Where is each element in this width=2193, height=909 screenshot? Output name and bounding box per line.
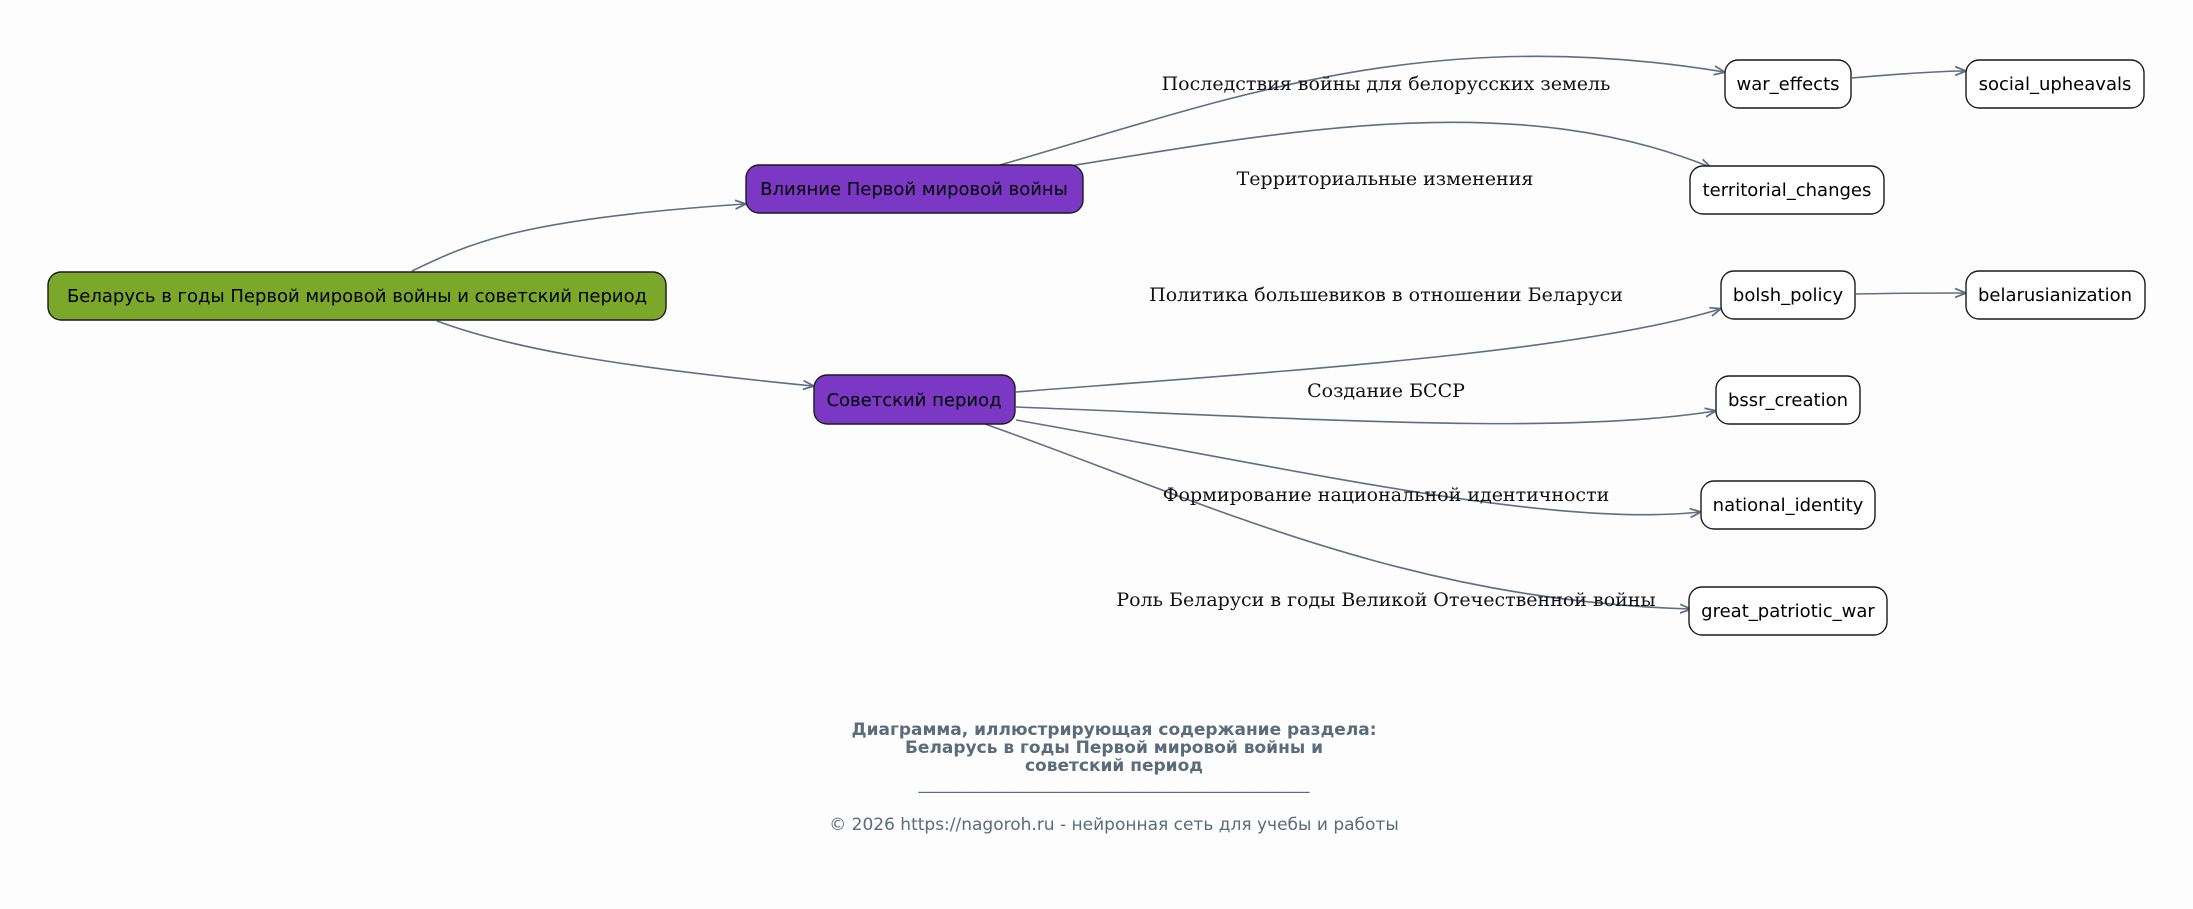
- node-bolsh-policy-box: [1720, 270, 1856, 320]
- node-root[interactable]: Беларусь в годы Первой мировой войны и с…: [47, 271, 667, 321]
- edge-war-effects-to-social: [1851, 71, 1965, 79]
- node-national-identity-label: national_identity: [1713, 495, 1864, 516]
- caption-line-1: Диаграмма, иллюстрирующая содержание раз…: [851, 720, 1376, 740]
- node-national-identity-box: [1700, 480, 1876, 530]
- node-bssr-creation[interactable]: bssr_creation: [1715, 375, 1861, 425]
- node-bolsh-policy-label: bolsh_policy: [1733, 285, 1844, 306]
- caption-separator: ________________________________________…: [918, 774, 1311, 794]
- edge-label-bolsh-policy: Политика большевиков в отношении Беларус…: [1149, 284, 1623, 306]
- edge-label-territorial-changes: Территориальные изменения: [1237, 168, 1534, 190]
- node-soviet-period[interactable]: Советский период: [813, 374, 1016, 425]
- node-soviet-period-box: [813, 374, 1016, 425]
- caption-line-2: Беларусь в годы Первой мировой войны и: [905, 738, 1323, 758]
- edge-soviet-to-gpw: [984, 423, 1690, 609]
- edge-bolsh-to-belarusianization: [1855, 293, 1965, 294]
- node-belarusianization-box: [1965, 270, 2146, 320]
- node-root-box: [47, 271, 667, 321]
- node-territorial-changes[interactable]: territorial_changes: [1689, 165, 1885, 215]
- node-ww1-influence-box: [745, 164, 1084, 214]
- caption-line-3: советский период: [1025, 756, 1203, 776]
- edge-ww1-to-territorial: [1069, 121, 1710, 167]
- edge-label-national-identity: Формирование национальной идентичности: [1163, 484, 1610, 506]
- node-social-upheavals-label: social_upheavals: [1979, 74, 2132, 95]
- copyright-text[interactable]: © 2026 https://nagoroh.ru - нейронная се…: [829, 815, 1399, 835]
- node-territorial-changes-box: [1689, 165, 1885, 215]
- node-belarusianization[interactable]: belarusianization: [1965, 270, 2146, 320]
- node-social-upheavals-box: [1965, 59, 2145, 109]
- node-great-patriotic-war-label: great_patriotic_war: [1701, 601, 1875, 622]
- node-national-identity[interactable]: national_identity: [1700, 480, 1876, 530]
- node-bssr-creation-box: [1715, 375, 1861, 425]
- node-social-upheavals[interactable]: social_upheavals: [1965, 59, 2145, 109]
- node-great-patriotic-war-box: [1688, 586, 1888, 636]
- node-bolsh-policy[interactable]: bolsh_policy: [1720, 270, 1856, 320]
- node-war-effects-box: [1724, 59, 1852, 109]
- edge-soviet-to-bssr: [1015, 406, 1715, 425]
- edge-root-to-soviet: [436, 320, 813, 386]
- edge-label-war-effects: Последствия войны для белорусских земель: [1162, 73, 1611, 95]
- node-war-effects-label: war_effects: [1736, 74, 1839, 95]
- edge-label-bssr-creation: Создание БССР: [1307, 380, 1465, 402]
- edge-root-to-ww1: [411, 204, 745, 272]
- node-ww1-influence-label: Влияние Первой мировой войны: [760, 179, 1068, 200]
- node-belarusianization-label: belarusianization: [1978, 285, 2132, 306]
- edge-soviet-to-national: [1015, 419, 1700, 515]
- node-root-label: Беларусь в годы Первой мировой войны и с…: [67, 286, 647, 307]
- node-territorial-changes-label: territorial_changes: [1703, 180, 1872, 201]
- node-war-effects[interactable]: war_effects: [1724, 59, 1852, 109]
- node-ww1-influence[interactable]: Влияние Первой мировой войны: [745, 164, 1084, 214]
- edge-label-great-patriotic-war: Роль Беларуси в годы Великой Отечественн…: [1116, 589, 1655, 611]
- node-soviet-period-label: Советский период: [826, 390, 1001, 411]
- node-great-patriotic-war[interactable]: great_patriotic_war: [1688, 586, 1888, 636]
- node-bssr-creation-label: bssr_creation: [1728, 390, 1848, 411]
- edge-soviet-to-bolsh: [1015, 309, 1720, 393]
- edge-ww1-to-war-effects: [999, 55, 1724, 166]
